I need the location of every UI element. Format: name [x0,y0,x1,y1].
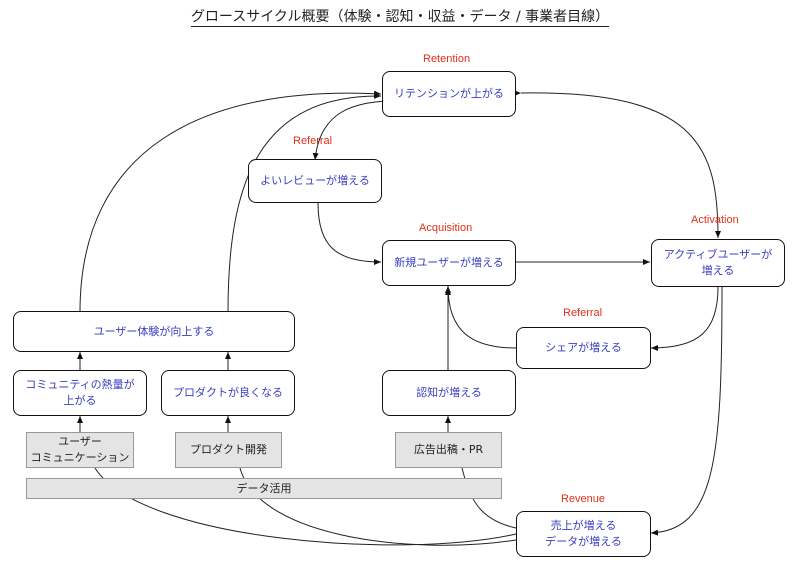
node-reviews: よいレビューが増える [248,159,382,203]
edge-share-to-acquisition [445,285,517,349]
stage-label-referral-bottom: Referral [563,307,603,319]
stage-label-revenue: Revenue [561,493,606,505]
node-product-better: プロダクトが良くなる [161,370,295,416]
stage-label-retention: Retention [423,53,471,65]
node-awareness: 認知が増える [382,370,516,416]
node-revenue: 売上が増える データが増える [516,511,651,557]
node-community: コミュニティの熱量が上がる [13,370,147,416]
source-product-development: プロダクト開発 [175,432,282,468]
stage-label-activation: Activation [691,214,739,226]
stage-label-acquisition: Acquisition [419,222,473,234]
source-ads-pr: 広告出稿・PR [395,432,502,468]
edge-reviews-to-acquisition [317,202,382,265]
node-ux-improves: ユーザー体験が向上する [13,311,295,352]
edge-ux-to-retention [79,90,382,313]
source-data-utilization: データ活用 [26,478,502,499]
node-acquisition: 新規ユーザーが増える [382,240,516,286]
edge-activation-to-share [650,286,719,351]
edge-retention-to-reviews [312,100,389,161]
source-user-communication: ユーザー コミュニケーション [26,432,134,468]
edge-ux-to-retention-2 [227,92,382,313]
edge-retention-activation [513,90,721,239]
node-retention: リテンションが上がる [382,71,516,117]
edge-activation-to-revenue [650,286,723,536]
edge-revenue-to-ads [461,467,517,529]
stage-label-referral-top: Referral [293,135,333,147]
diagram-title: グロースサイクル概要（体験・認知・収益・データ / 事業者目線） [190,9,610,27]
node-activation: アクティブユーザーが増える [651,239,785,287]
node-share: シェアが増える [516,327,651,369]
